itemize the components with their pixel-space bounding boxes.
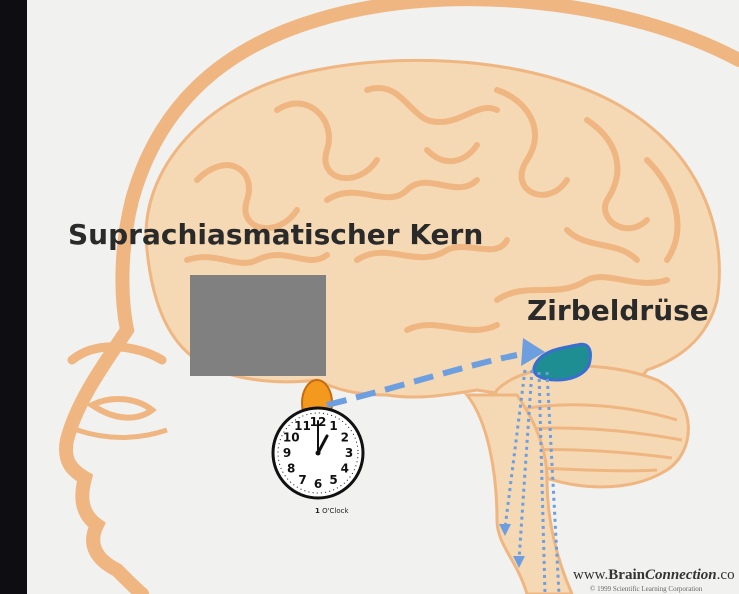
scn-label: Suprachiasmatischer Kern [68, 218, 483, 251]
gray-occluder [190, 275, 326, 376]
clock: 121234567891011 [273, 408, 363, 498]
diagram-frame: 121234567891011 Suprachiasmatischer Kern… [27, 0, 739, 594]
clock-numeral-4: 4 [341, 462, 349, 476]
copyright-text: © 1999 Scientific Learning Corporation [590, 585, 702, 593]
eye [92, 399, 152, 418]
watermark-brand2: Connection [645, 567, 717, 583]
clock-numeral-2: 2 [341, 431, 349, 445]
clock-numeral-6: 6 [314, 477, 322, 491]
clock-caption-text: O'Clock [320, 507, 349, 515]
watermark-suffix: .co [717, 567, 735, 583]
watermark: www.BrainConnection.co [573, 567, 735, 584]
clock-numeral-1: 1 [329, 419, 337, 433]
watermark-prefix: www. [573, 567, 608, 583]
pineal-label: Zirbeldrüse [527, 294, 709, 327]
clock-caption: 1 O'Clock [315, 507, 349, 515]
clock-numeral-11: 11 [294, 419, 311, 433]
clock-numeral-8: 8 [287, 462, 295, 476]
watermark-brand: Brain [608, 567, 645, 583]
clock-numeral-5: 5 [329, 473, 337, 487]
clock-numeral-9: 9 [283, 446, 291, 460]
eye-lid [77, 430, 167, 438]
clock-numeral-7: 7 [298, 473, 306, 487]
clock-numeral-3: 3 [345, 446, 353, 460]
